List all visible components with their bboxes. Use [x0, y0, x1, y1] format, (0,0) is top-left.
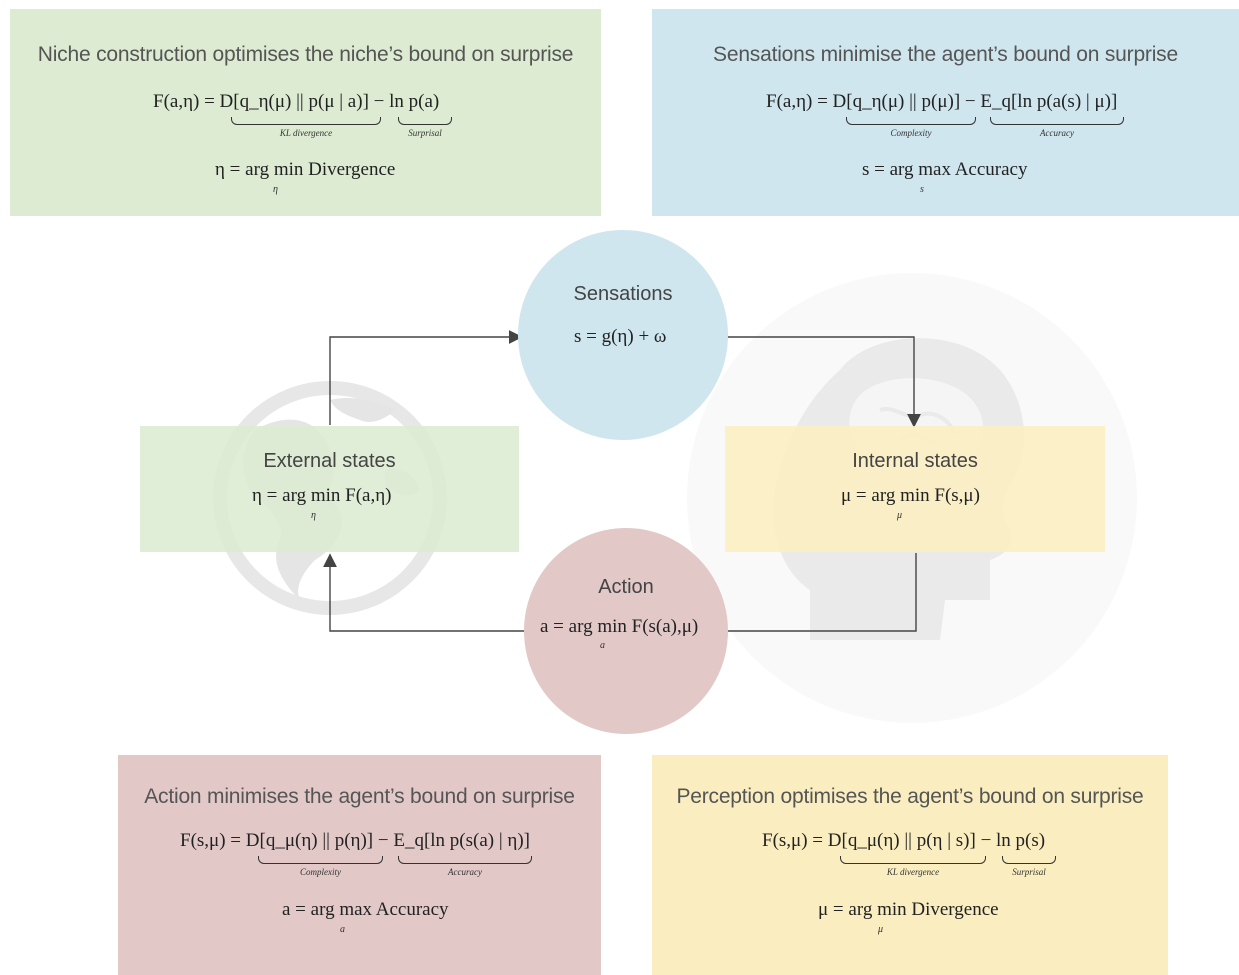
niche-panel-title: Niche construction optimises the niche’s…	[37, 43, 574, 66]
perception-panel: Perception optimises the agent’s bound o…	[652, 755, 1168, 975]
sensations-brace-accuracy	[990, 117, 1124, 125]
external-states-subscript: η	[311, 510, 316, 521]
niche-argmin-equation: η = arg min Divergence	[215, 159, 396, 180]
sensations-argmax-equation: s = arg max Accuracy	[862, 159, 1028, 180]
sensations-node-title: Sensations	[573, 283, 673, 305]
arrow-internal-to-action	[724, 553, 917, 632]
internal-states-equation: μ = arg min F(s,μ)	[841, 485, 980, 506]
action-brace-complexity-label: Complexity	[300, 867, 341, 877]
perception-argmin-subscript: μ	[878, 924, 884, 935]
external-states-title: External states	[263, 450, 396, 472]
internal-states-node: Internal states μ = arg min F(s,μ) μ	[725, 426, 1105, 552]
sensations-panel-title: Sensations minimise the agent’s bound on…	[713, 43, 1178, 66]
sensations-brace-complexity-label: Complexity	[890, 128, 932, 138]
perception-brace-kl	[840, 856, 986, 864]
niche-equation: F(a,η) = D[q_η(μ) || p(μ | a)] − ln p(a)	[153, 91, 440, 112]
action-brace-complexity	[258, 856, 383, 864]
sensations-brace-accuracy-label: Accuracy	[1040, 128, 1074, 138]
perception-panel-title: Perception optimises the agent’s bound o…	[676, 785, 1144, 808]
perception-brace-surprisal	[1002, 856, 1056, 864]
action-node-equation: a = arg min F(s(a),μ)	[540, 616, 699, 637]
action-brace-accuracy-label: Accuracy	[448, 867, 482, 877]
sensations-argmax-subscript: s	[920, 184, 924, 195]
sensations-node: Sensations s = g(η) + ω	[518, 230, 728, 440]
action-panel-title: Action minimises the agent’s bound on su…	[144, 785, 575, 808]
action-panel: Action minimises the agent’s bound on su…	[118, 755, 601, 975]
niche-brace-kl	[231, 117, 381, 125]
perception-argmin-equation: μ = arg min Divergence	[818, 899, 999, 920]
sensations-panel: Sensations minimise the agent’s bound on…	[652, 9, 1239, 216]
niche-brace-surprisal-label: Surprisal	[408, 128, 442, 138]
sensations-brace-complexity	[846, 117, 976, 125]
niche-panel: Niche construction optimises the niche’s…	[10, 9, 601, 216]
action-argmax-equation: a = arg max Accuracy	[282, 899, 449, 920]
perception-brace-kl-label: KL divergence	[886, 867, 940, 877]
perception-equation: F(s,μ) = D[q_μ(η) || p(η | s)] − ln p(s)	[762, 830, 1046, 851]
action-node: Action a = arg min F(s(a),μ) a	[524, 528, 728, 734]
action-node-title: Action	[598, 576, 654, 598]
niche-brace-surprisal	[398, 117, 452, 125]
arrow-external-to-sensations	[329, 330, 523, 425]
external-states-node: External states η = arg min F(a,η) η	[140, 426, 519, 552]
action-argmax-subscript: a	[340, 924, 345, 935]
arrow-action-to-external	[323, 553, 525, 632]
perception-brace-surprisal-label: Surprisal	[1012, 867, 1046, 877]
action-equation: F(s,μ) = D[q_μ(η) || p(η)] − E_q[ln p(s(…	[180, 830, 530, 851]
internal-states-subscript: μ	[897, 510, 903, 521]
external-states-equation: η = arg min F(a,η)	[252, 485, 392, 506]
niche-brace-kl-label: KL divergence	[279, 128, 333, 138]
action-node-subscript: a	[600, 640, 605, 651]
arrow-sensations-to-internal	[727, 336, 921, 428]
action-brace-accuracy	[398, 856, 532, 864]
internal-states-title: Internal states	[852, 450, 978, 472]
sensations-node-equation: s = g(η) + ω	[574, 326, 667, 347]
niche-argmin-subscript: η	[273, 184, 278, 195]
sensations-equation: F(a,η) = D[q_η(μ) || p(μ)] − E_q[ln p(a(…	[766, 91, 1118, 112]
